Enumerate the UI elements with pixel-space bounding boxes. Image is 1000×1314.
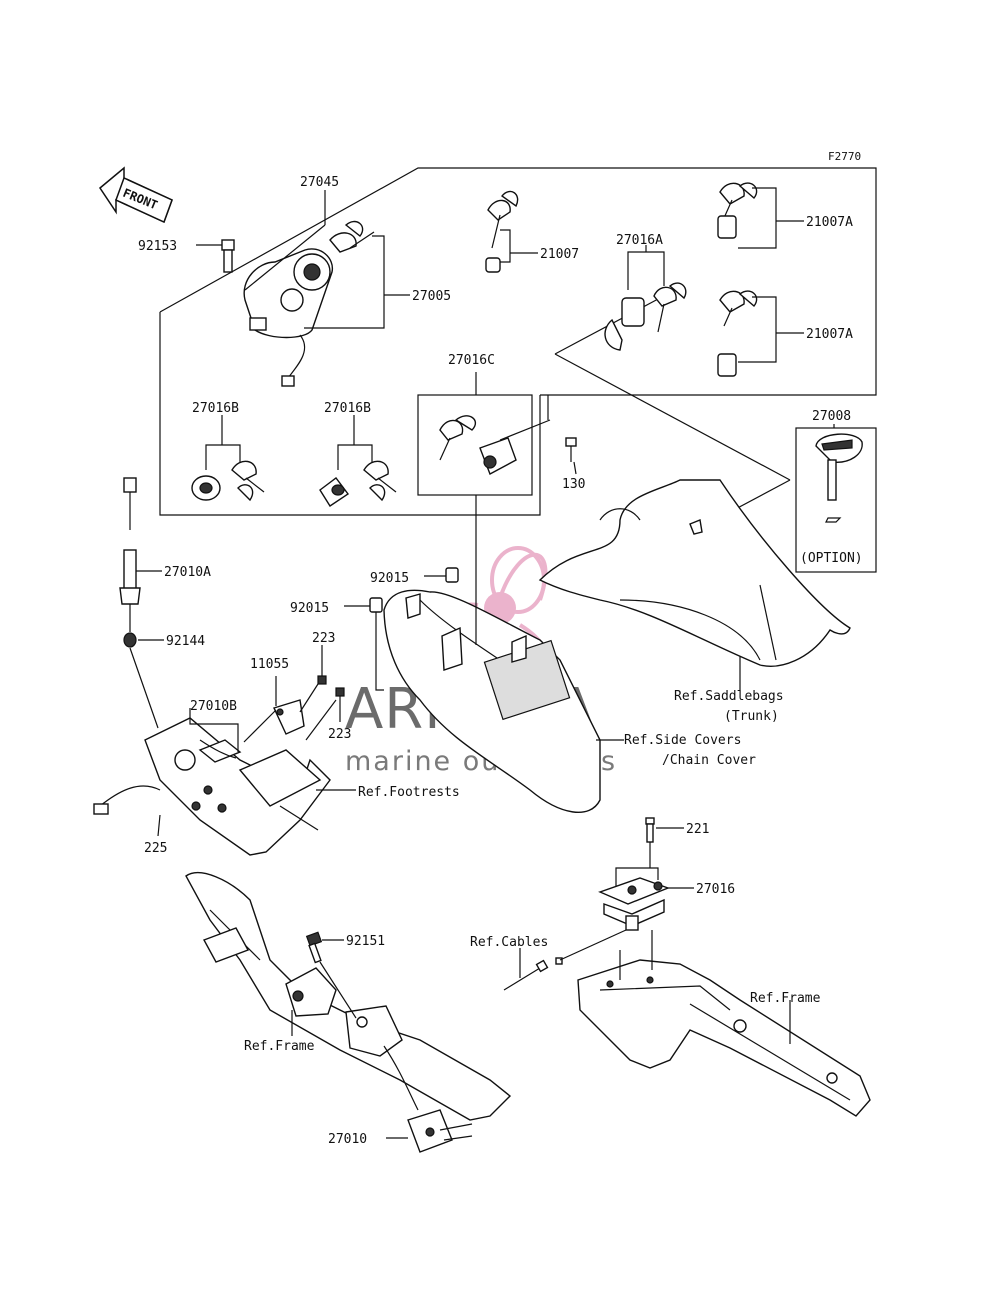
label-21007: 21007 xyxy=(540,247,579,262)
label-21007a-upper: 21007A xyxy=(806,215,853,230)
label-27016b-right: 27016B xyxy=(324,401,371,416)
mount-bracket xyxy=(144,717,331,856)
label-ref-footrests: Ref.Footrests xyxy=(358,785,460,800)
lock-27016 xyxy=(598,877,670,931)
bracket-11055 xyxy=(273,699,305,735)
bolt-223-lower xyxy=(335,687,345,722)
nut-92144 xyxy=(123,632,137,648)
group-boundary xyxy=(159,167,877,529)
saddlebag-trunk xyxy=(538,479,851,667)
key-set-21007a-upper xyxy=(717,182,758,239)
lock-27016c xyxy=(439,415,517,475)
label-21007a-lower: 21007A xyxy=(806,327,853,342)
label-27010: 27010 xyxy=(328,1132,367,1147)
lock-27016b-left xyxy=(191,460,265,502)
label-27010a: 27010A xyxy=(164,565,211,580)
label-ref-frame-right: Ref.Frame xyxy=(750,991,821,1006)
label-27016b-left: 27016B xyxy=(192,401,239,416)
label-92151: 92151 xyxy=(346,934,385,949)
label-ref-frame-left: Ref.Frame xyxy=(244,1039,315,1054)
lock-27016b-right xyxy=(319,460,397,507)
switch-27010 xyxy=(383,1045,473,1153)
label-ref-saddlebags: Ref.Saddlebags xyxy=(674,689,784,704)
label-221: 221 xyxy=(686,822,709,837)
label-92015-lower: 92015 xyxy=(290,601,329,616)
label-27010b: 27010B xyxy=(190,699,237,714)
bolt-221 xyxy=(645,817,655,843)
lock-27016a xyxy=(604,282,687,351)
label-225: 225 xyxy=(144,841,167,856)
right-frame xyxy=(577,930,871,1117)
clip-92015-upper xyxy=(445,567,459,583)
label-92015-upper: 92015 xyxy=(370,571,409,586)
label-223-upper: 223 xyxy=(312,631,335,646)
label-27016a: 27016A xyxy=(616,233,663,248)
front-arrow-icon: FRONT xyxy=(99,166,173,224)
label-27016: 27016 xyxy=(696,882,735,897)
label-92144: 92144 xyxy=(166,634,205,649)
bolt-92153 xyxy=(221,239,235,273)
bolt-223-upper xyxy=(317,675,327,685)
label-27045: 27045 xyxy=(300,175,339,190)
side-cover xyxy=(383,589,601,814)
key-set-21007a-lower xyxy=(717,290,758,377)
label-option: (OPTION) xyxy=(800,551,863,566)
label-92153: 92153 xyxy=(138,239,177,254)
label-ref-trunk: (Trunk) xyxy=(724,709,779,724)
left-frame xyxy=(185,871,512,1121)
bolt-92151 xyxy=(305,931,323,964)
label-27016c: 27016C xyxy=(448,353,495,368)
cable xyxy=(503,957,563,991)
clip-92015-lower xyxy=(369,597,383,613)
key-27008 xyxy=(815,433,863,523)
key-set-21007 xyxy=(485,190,519,273)
label-ref-side-covers: Ref.Side Covers xyxy=(624,733,741,748)
label-ref-cables: Ref.Cables xyxy=(470,935,548,950)
label-ref-chain-cover: /Chain Cover xyxy=(662,753,756,768)
switch-27010a xyxy=(119,477,141,605)
label-11055: 11055 xyxy=(250,657,289,672)
figure-code: F2770 xyxy=(828,150,861,163)
label-27005: 27005 xyxy=(412,289,451,304)
label-130: 130 xyxy=(562,477,585,492)
ignition-switch xyxy=(243,220,375,387)
label-223-lower: 223 xyxy=(328,727,351,742)
label-27008: 27008 xyxy=(812,409,851,424)
bolt-130 xyxy=(565,437,577,462)
